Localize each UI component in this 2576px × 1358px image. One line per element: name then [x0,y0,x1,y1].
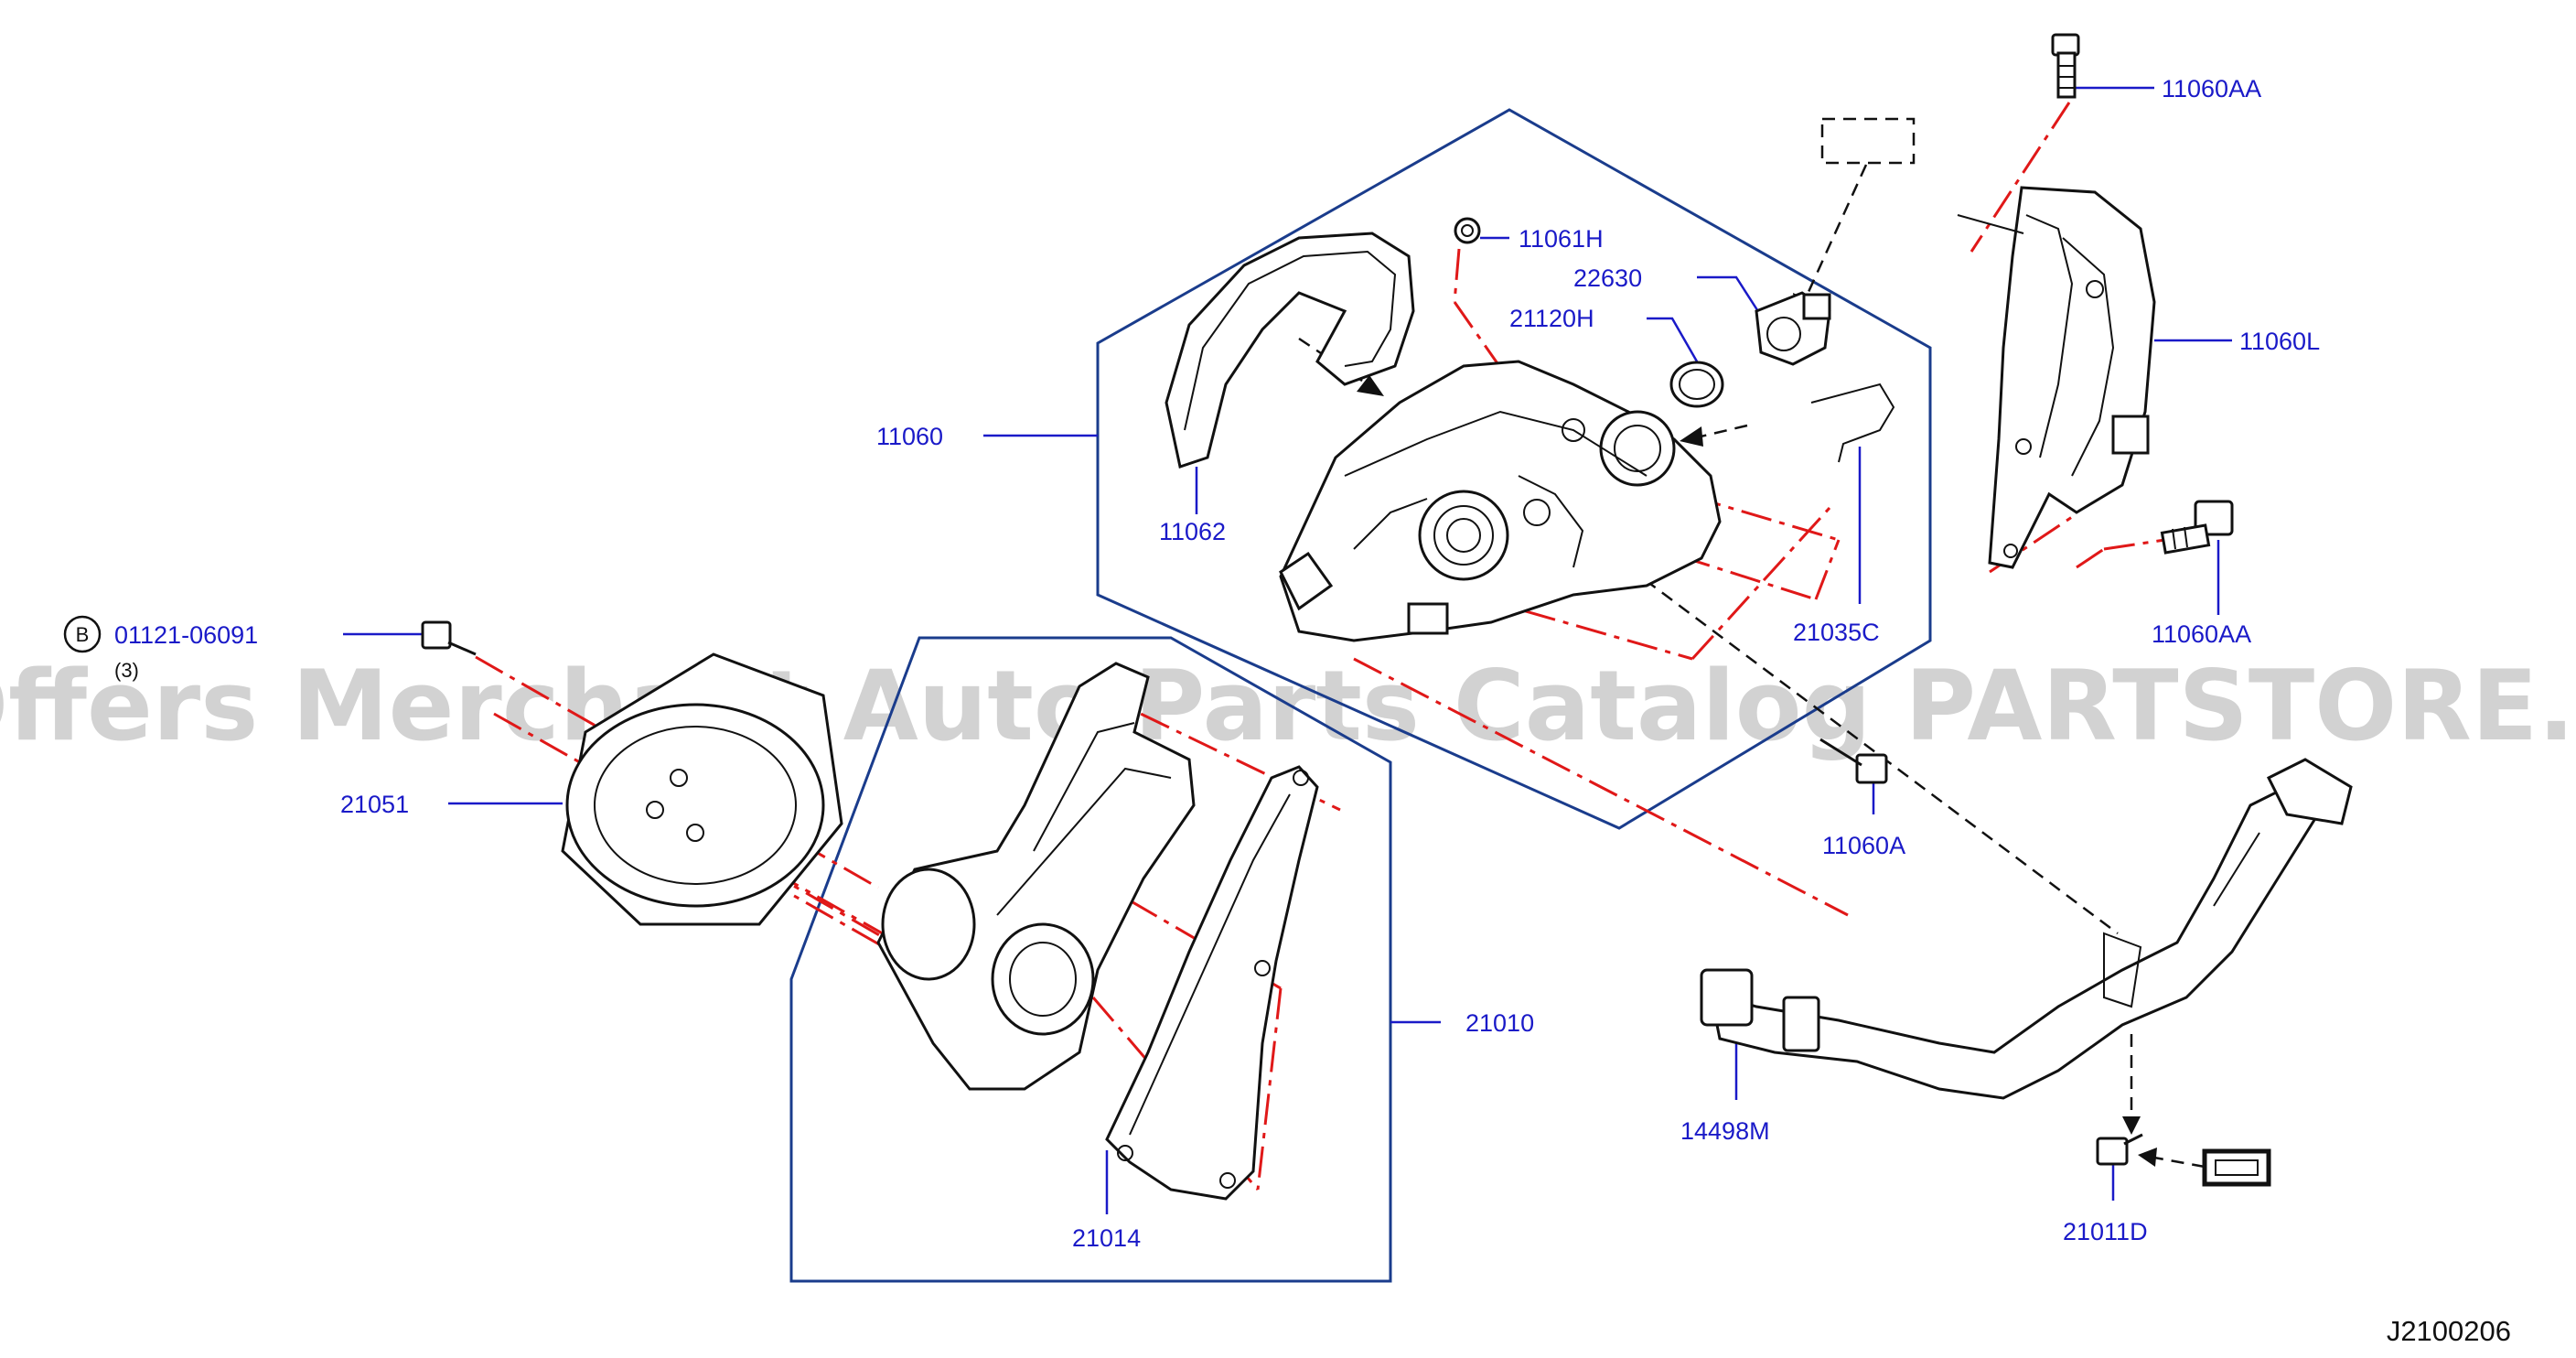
clip-21035C[interactable] [1810,383,1895,463]
sensor-22630[interactable] [1755,291,1831,366]
label-21120H[interactable]: 21120H [1509,305,1594,332]
gasket-21014[interactable] [1105,765,1319,1201]
label-21035C[interactable]: 21035C [1793,619,1880,646]
watermark-text: Offers Merchant Auto Parts Catalog PARTS… [0,650,2576,762]
label-01121-06091[interactable]: 01121-06091 [114,621,258,649]
diagram-code: J2100206 [2387,1315,2511,1347]
water-pump-21010[interactable] [876,662,1196,1091]
bolt-21011D[interactable] [2096,1133,2143,1166]
leader-lines [343,86,2232,1214]
callout-b-badge: B [63,615,102,653]
hose-14498M[interactable] [1700,758,2353,1100]
label-11060[interactable]: 11060 [876,423,943,450]
label-11060AA-right[interactable]: 11060AA [2152,620,2251,648]
label-11062[interactable]: 11062 [1159,518,1226,545]
housing-11060[interactable] [1279,360,1722,642]
quantity-note: (3) [114,659,139,682]
pulley-21051[interactable] [561,652,843,926]
label-22630[interactable]: 22630 [1573,264,1642,292]
bolt-01121-06091[interactable] [421,620,477,656]
bolt-11060AA-right[interactable] [2160,500,2234,555]
label-21014[interactable]: 21014 [1072,1224,1141,1252]
gasket-symbol-icon [2202,1148,2271,1187]
water-pump-group-box [789,636,1392,1283]
label-11060A[interactable]: 11060A [1822,832,1905,859]
label-21010[interactable]: 21010 [1465,1009,1534,1037]
label-21011D[interactable]: 21011D [2063,1218,2148,1245]
callout-b-letter: B [76,623,90,646]
nut-11061H[interactable] [1454,217,1481,244]
bracket-11060L[interactable] [1957,186,2156,569]
gasket-11062[interactable] [1165,232,1415,469]
bolt-11060AA-top[interactable] [2051,33,2080,99]
label-11060L[interactable]: 11060L [2239,328,2320,355]
water-inlet-group-box [1096,108,1932,830]
bolt-11060A[interactable] [1819,738,1888,784]
label-21051[interactable]: 21051 [340,791,409,818]
ring-21120H[interactable] [1669,361,1724,408]
label-11060AA-top[interactable]: 11060AA [2162,75,2261,102]
label-14498M[interactable]: 14498M [1680,1117,1770,1145]
label-11061H[interactable]: 11061H [1519,225,1604,253]
